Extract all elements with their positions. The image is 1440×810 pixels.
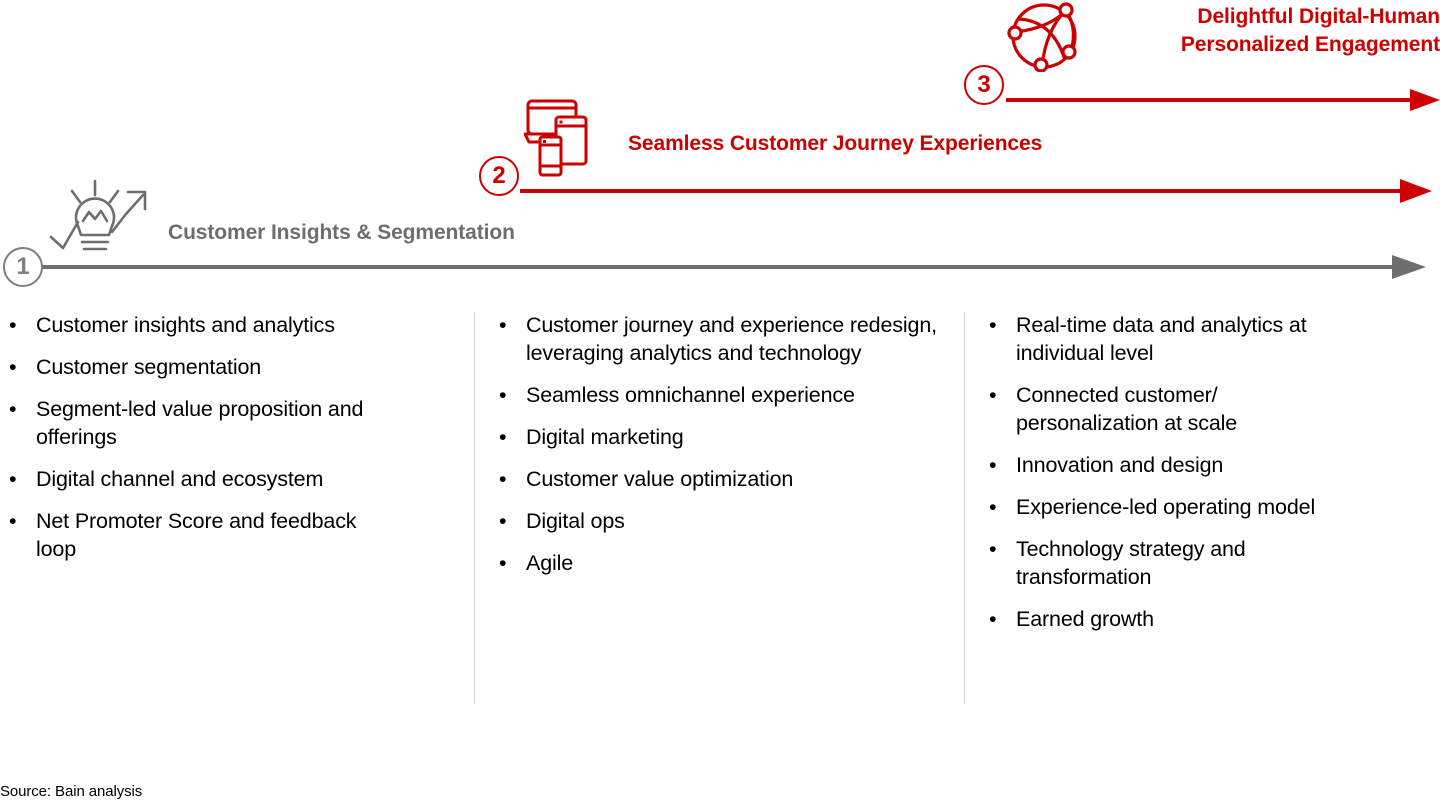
list-item: • Earned growth [980,606,1430,634]
stage-badge-1[interactable]: 1 [3,247,43,287]
list-item-label: Experience-led operating model [1016,494,1316,519]
list-item-label: Digital ops [526,508,625,533]
bullet-icon: • [499,382,507,407]
list-item: • Innovation and design [980,452,1430,480]
bullet-icon: • [989,606,997,631]
stage-2-arrow-svg [520,179,1432,203]
capability-columns: • Customer insights and analytics • Cust… [0,312,1440,704]
list-item: • Real-time data and analytics at indivi… [980,312,1386,368]
list-item-label: Digital channel and ecosystem [36,466,324,491]
network-globe-icon [1006,0,1082,77]
list-item: • Customer segmentation [0,354,450,382]
bullet-icon: • [9,313,17,337]
bullet-icon: • [989,452,997,477]
list-item-label: Earned growth [1016,606,1154,631]
bullet-icon: • [499,466,507,491]
stage-badge-2[interactable]: 2 [479,156,519,196]
list-item-label: Seamless omnichannel experience [526,382,855,407]
column-divider-2 [964,312,965,704]
list-item: • Segment-led value proposition and offe… [0,396,436,452]
bullet-icon: • [989,494,997,519]
capability-column-2: • Customer journey and experience redesi… [490,312,950,592]
list-item: • Technology strategy and transformation [980,536,1346,592]
stage-badge-2-number: 2 [492,162,506,189]
list-item: • Customer insights and analytics [0,312,450,340]
bullet-icon: • [499,424,507,449]
bullet-icon: • [9,508,17,533]
list-item: • Seamless omnichannel experience [490,382,856,410]
list-item: • Digital channel and ecosystem [0,466,450,494]
capability-list-2: • Customer journey and experience redesi… [490,312,950,578]
list-item: • Digital marketing [490,424,950,452]
list-item-label: Technology strategy and transformation [1016,536,1246,589]
list-item-label: Customer insights and analytics [36,313,335,337]
list-item: • Customer value optimization [490,466,950,494]
list-item-label: Digital marketing [526,424,684,449]
list-item-label: Connected customer/ personalization at s… [1016,382,1238,435]
stage-1-heading: Customer Insights & Segmentation [168,221,515,244]
list-item-label: Innovation and design [1016,452,1224,477]
bullet-icon: • [989,313,997,337]
bullet-icon: • [499,313,507,337]
list-item-label: Customer segmentation [36,354,262,379]
list-item: • Agile [490,550,950,578]
bullet-icon: • [9,396,17,421]
list-item-label: Net Promoter Score and feedback loop [36,508,357,561]
list-item: • Digital ops [490,508,950,536]
source-note: Source: Bain analysis [0,783,143,800]
list-item-label: Segment-led value proposition and offeri… [36,396,364,449]
bullet-icon: • [499,508,507,533]
column-divider-1 [474,312,475,704]
stage-badge-3[interactable]: 3 [964,65,1004,105]
list-item: • Net Promoter Score and feedback loop [0,508,366,564]
capability-column-1: • Customer insights and analytics • Cust… [0,312,450,578]
capability-list-3: • Real-time data and analytics at indivi… [980,312,1430,633]
capability-column-3: • Real-time data and analytics at indivi… [980,312,1430,647]
stage-badge-3-number: 3 [977,71,991,98]
bullet-icon: • [989,382,997,407]
stage-2-heading: Seamless Customer Journey Experiences [628,132,1043,155]
list-item-label: Agile [526,550,574,575]
list-item: • Customer journey and experience redesi… [490,312,984,368]
list-item-label: Real-time data and analytics at individu… [1016,313,1307,365]
lightbulb-growth-icon [48,178,168,269]
list-item: • Connected customer/ personalization at… [980,382,1326,438]
bullet-icon: • [9,466,17,491]
bullet-icon: • [9,354,17,379]
stage-badge-1-number: 1 [16,253,30,280]
list-item: • Experience-led operating model [980,494,1430,522]
multi-device-icon [523,95,604,182]
bullet-icon: • [989,536,997,561]
list-item-label: Customer journey and experience redesign… [526,313,937,365]
capability-list-1: • Customer insights and analytics • Cust… [0,312,450,564]
stage-1-arrow-svg [42,255,1426,279]
bullet-icon: • [499,550,507,575]
stage-3-heading: Delightful Digital-Human Personalized En… [1180,5,1440,56]
stage-3-arrow-svg [1006,89,1440,111]
list-item-label: Customer value optimization [526,466,794,491]
